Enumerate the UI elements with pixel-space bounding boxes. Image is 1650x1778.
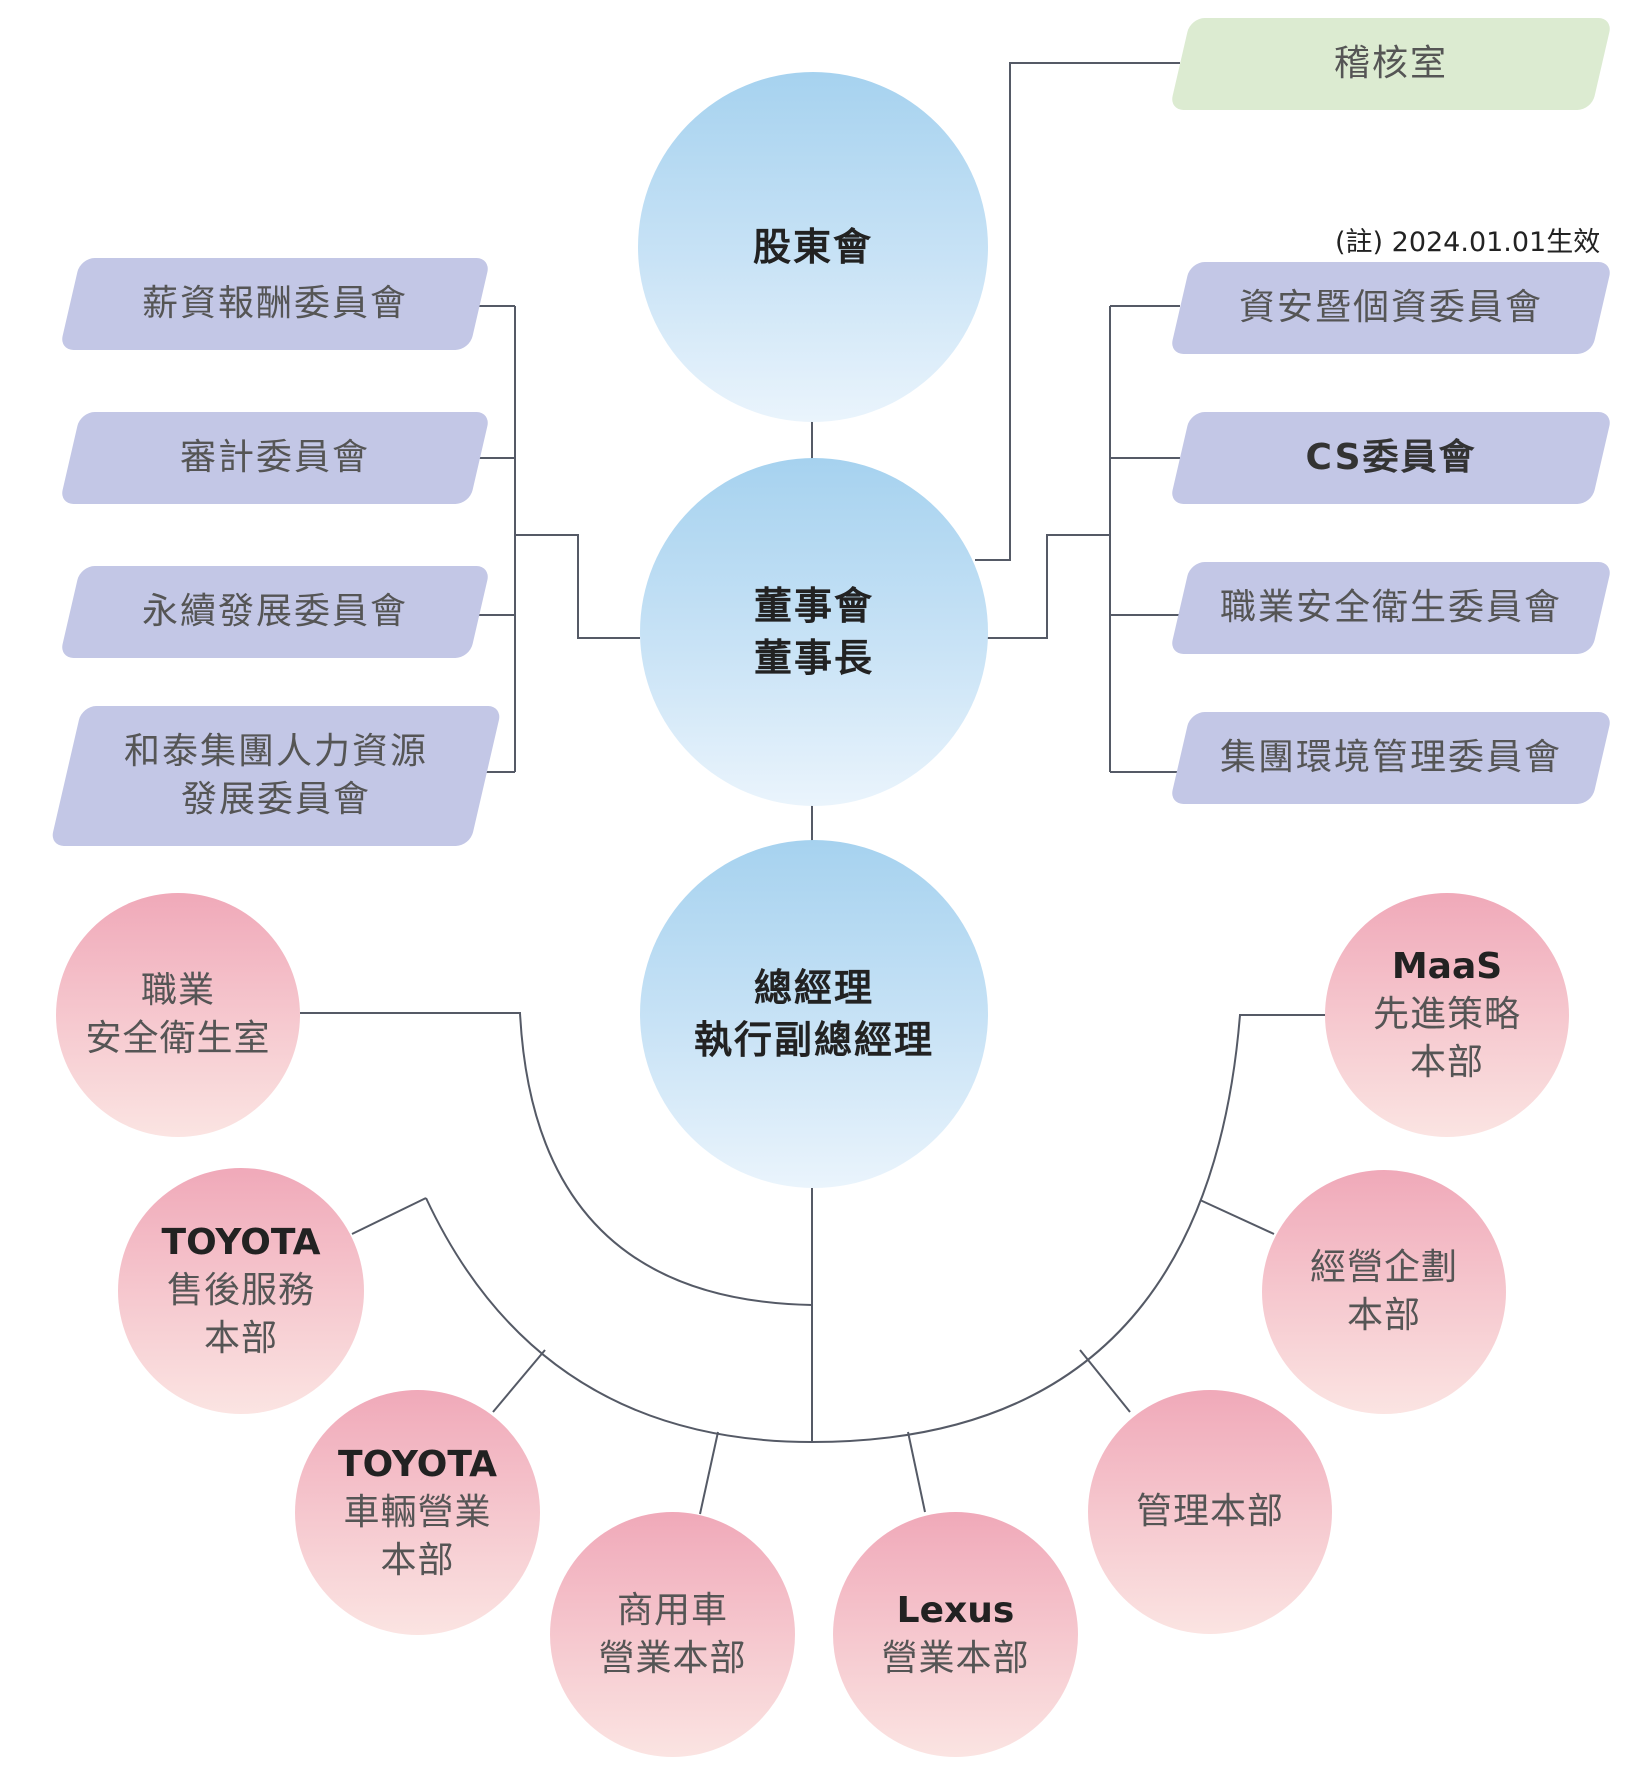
division-toyota-aftersales: TOYOTA 售後服務 本部 xyxy=(118,1168,364,1414)
committee-human-resources: 和泰集團人力資源 發展委員會 xyxy=(49,706,503,846)
committee-label: 薪資報酬委員會 xyxy=(141,283,408,324)
division-commercial-vehicle-sales: 商用車 營業本部 xyxy=(550,1512,795,1757)
executive-vp-label: 執行副總經理 xyxy=(693,1018,934,1062)
audit-office-label: 稽核室 xyxy=(1333,43,1448,84)
division-label: 本部 xyxy=(1409,1042,1484,1083)
division-label: 職業 xyxy=(140,970,215,1011)
committee-label: 永續發展委員會 xyxy=(141,591,408,632)
committee-occupational-safety: 職業安全衛生委員會 xyxy=(1169,562,1613,654)
division-label: 車輛營業 xyxy=(343,1491,492,1533)
division-corporate-planning: 經營企劃 本部 xyxy=(1262,1170,1506,1414)
division-label: 管理本部 xyxy=(1135,1491,1284,1532)
division-label: 安全衛生室 xyxy=(85,1018,271,1059)
division-label: TOYOTA xyxy=(161,1222,321,1263)
committee-label-line1: 和泰集團人力資源 xyxy=(123,731,428,772)
board-node: 董事會 董事長 xyxy=(640,458,988,806)
division-label: 商用車 xyxy=(616,1589,728,1631)
committee-infosec-privacy: 資安暨個資委員會 xyxy=(1169,262,1613,354)
committee-label: 審計委員會 xyxy=(179,437,370,478)
committee-label: 集團環境管理委員會 xyxy=(1219,737,1562,778)
division-label: 售後服務 xyxy=(166,1270,315,1311)
division-label: 本部 xyxy=(203,1318,278,1359)
general-manager-label: 總經理 xyxy=(753,966,874,1010)
committee-audit: 審計委員會 xyxy=(59,412,491,504)
committee-label: CS委員會 xyxy=(1305,437,1477,478)
general-manager-node: 總經理 執行副總經理 xyxy=(640,840,988,1188)
audit-office-box: 稽核室 xyxy=(1169,18,1613,110)
division-label: 本部 xyxy=(380,1539,455,1581)
division-label: 先進策略 xyxy=(1372,994,1521,1035)
committee-sustainability: 永續發展委員會 xyxy=(59,566,491,658)
committee-label-line2: 發展委員會 xyxy=(180,779,371,820)
chairman-label: 董事長 xyxy=(753,636,874,680)
committee-label: 資安暨個資委員會 xyxy=(1238,287,1543,328)
division-label: 營業本部 xyxy=(598,1637,747,1679)
division-maas-strategy: MaaS 先進策略 本部 xyxy=(1325,893,1569,1137)
division-toyota-vehicle-sales: TOYOTA 車輛營業 本部 xyxy=(295,1390,540,1635)
committee-label: 和泰集團人力資源 發展委員會 xyxy=(124,728,428,824)
committee-cs: CS委員會 xyxy=(1169,412,1613,504)
division-label: MaaS xyxy=(1391,946,1503,987)
division-management: 管理本部 xyxy=(1088,1390,1332,1634)
board-label: 董事會 xyxy=(753,584,874,628)
division-occupational-safety-office: 職業 安全衛生室 xyxy=(56,893,300,1137)
committee-label: 職業安全衛生委員會 xyxy=(1219,587,1562,628)
division-label: Lexus xyxy=(896,1589,1015,1631)
shareholders-meeting-node: 股東會 xyxy=(638,72,988,422)
division-label: 本部 xyxy=(1346,1295,1421,1336)
division-label: TOYOTA xyxy=(338,1443,497,1485)
effective-date-note: (註) 2024.01.01生效 xyxy=(1335,227,1601,258)
division-lexus-sales: Lexus 營業本部 xyxy=(833,1512,1078,1757)
committee-environment: 集團環境管理委員會 xyxy=(1169,712,1613,804)
committee-compensation: 薪資報酬委員會 xyxy=(59,258,491,350)
shareholders-label: 股東會 xyxy=(752,225,873,269)
division-label: 營業本部 xyxy=(881,1637,1030,1679)
division-label: 經營企劃 xyxy=(1309,1247,1458,1288)
